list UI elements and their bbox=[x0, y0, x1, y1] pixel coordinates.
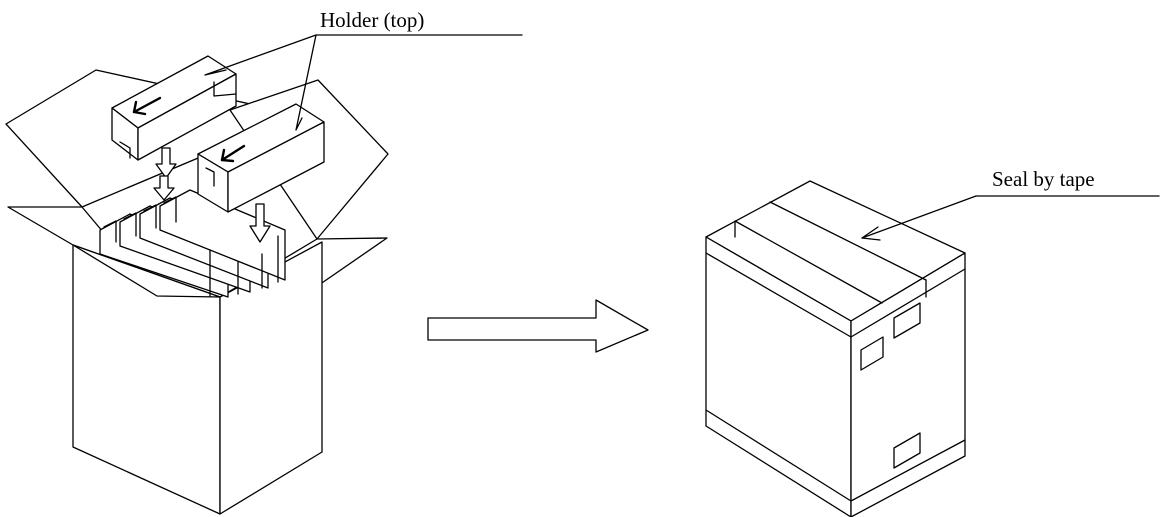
holder-right-arrow-icon bbox=[220, 144, 246, 162]
holder-left-side bbox=[137, 73, 237, 161]
part-edge-3 bbox=[143, 204, 157, 229]
holder-right-arrowhead-icon bbox=[220, 148, 235, 163]
process-arrow-icon bbox=[427, 299, 649, 353]
holder-callout-leader-left bbox=[204, 34, 317, 76]
tape-right-bottom-band bbox=[850, 439, 966, 502]
holder-left-arrow-icon bbox=[132, 96, 162, 114]
down-arrow-left-icon bbox=[155, 147, 177, 179]
seal-callout-arrowhead-icon bbox=[861, 226, 881, 241]
down-arrow-mid-icon bbox=[153, 175, 175, 201]
carton-label-2 bbox=[893, 302, 921, 339]
carton-label-1 bbox=[860, 336, 884, 371]
holder-callout-leader-right bbox=[295, 34, 317, 131]
seal-label: Seal by tape bbox=[992, 167, 1095, 191]
part-edge-4 bbox=[163, 196, 177, 223]
open-carton bbox=[5, 69, 389, 515]
insertion-arrows bbox=[153, 147, 271, 243]
carton-right-face bbox=[219, 241, 323, 515]
holder-callout: Holder (top) bbox=[204, 8, 523, 131]
sealed-left-face bbox=[705, 236, 852, 517]
tape-top-edge-a bbox=[734, 220, 883, 304]
tape-top-edge-b bbox=[769, 201, 927, 281]
seal-callout-leader bbox=[861, 195, 977, 239]
holder-left bbox=[111, 55, 237, 161]
carton-label-3 bbox=[893, 432, 921, 469]
tape-left-bottom-band bbox=[705, 409, 852, 502]
holder-label: Holder (top) bbox=[320, 8, 424, 32]
holder-left-notch bbox=[119, 141, 131, 159]
holder-left-step bbox=[213, 81, 237, 97]
holder-left-arrowhead-icon bbox=[132, 100, 147, 116]
down-arrow-right-icon bbox=[249, 203, 271, 243]
sealed-carton bbox=[705, 180, 966, 517]
seal-callout: Seal by tape bbox=[861, 167, 1160, 241]
holder-right-notch bbox=[205, 167, 215, 187]
sealed-right-face bbox=[850, 252, 966, 517]
part-edge-1 bbox=[103, 220, 117, 243]
part-4 bbox=[159, 189, 286, 281]
carton-front-flap bbox=[72, 244, 221, 298]
holder-right-side bbox=[227, 121, 325, 213]
holder-direction-arrows bbox=[132, 96, 246, 163]
part-edge-2 bbox=[123, 212, 137, 237]
tape-left-top-band bbox=[705, 252, 852, 338]
packed-parts bbox=[99, 189, 286, 298]
tape-right-top-band bbox=[850, 268, 966, 338]
